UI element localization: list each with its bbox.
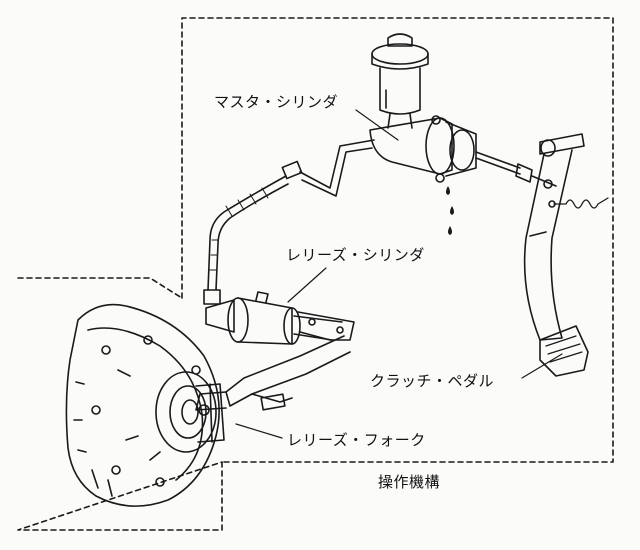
clutch-pedal-label: クラッチ・ペダル: [370, 372, 495, 390]
hydraulic-line: [203, 139, 375, 305]
operating-mechanism-boundary: [181, 17, 614, 463]
master-cylinder: [369, 33, 557, 189]
master-cylinder-label: マスタ・シリンダ: [214, 93, 339, 111]
fluid-drops: [446, 186, 454, 235]
clutch-assembly: [65, 303, 225, 507]
clutch-pedal: [523, 133, 609, 377]
clutch-assembly-boundary: [17, 277, 223, 531]
leader-lines: [235, 109, 563, 439]
release-fork-label: レリーズ・フォーク: [287, 431, 426, 449]
release-cylinder: [205, 291, 355, 345]
release-cylinder-label: レリーズ・シリンダ: [286, 246, 425, 264]
operating-mechanism-label: 操作機構: [378, 473, 441, 491]
